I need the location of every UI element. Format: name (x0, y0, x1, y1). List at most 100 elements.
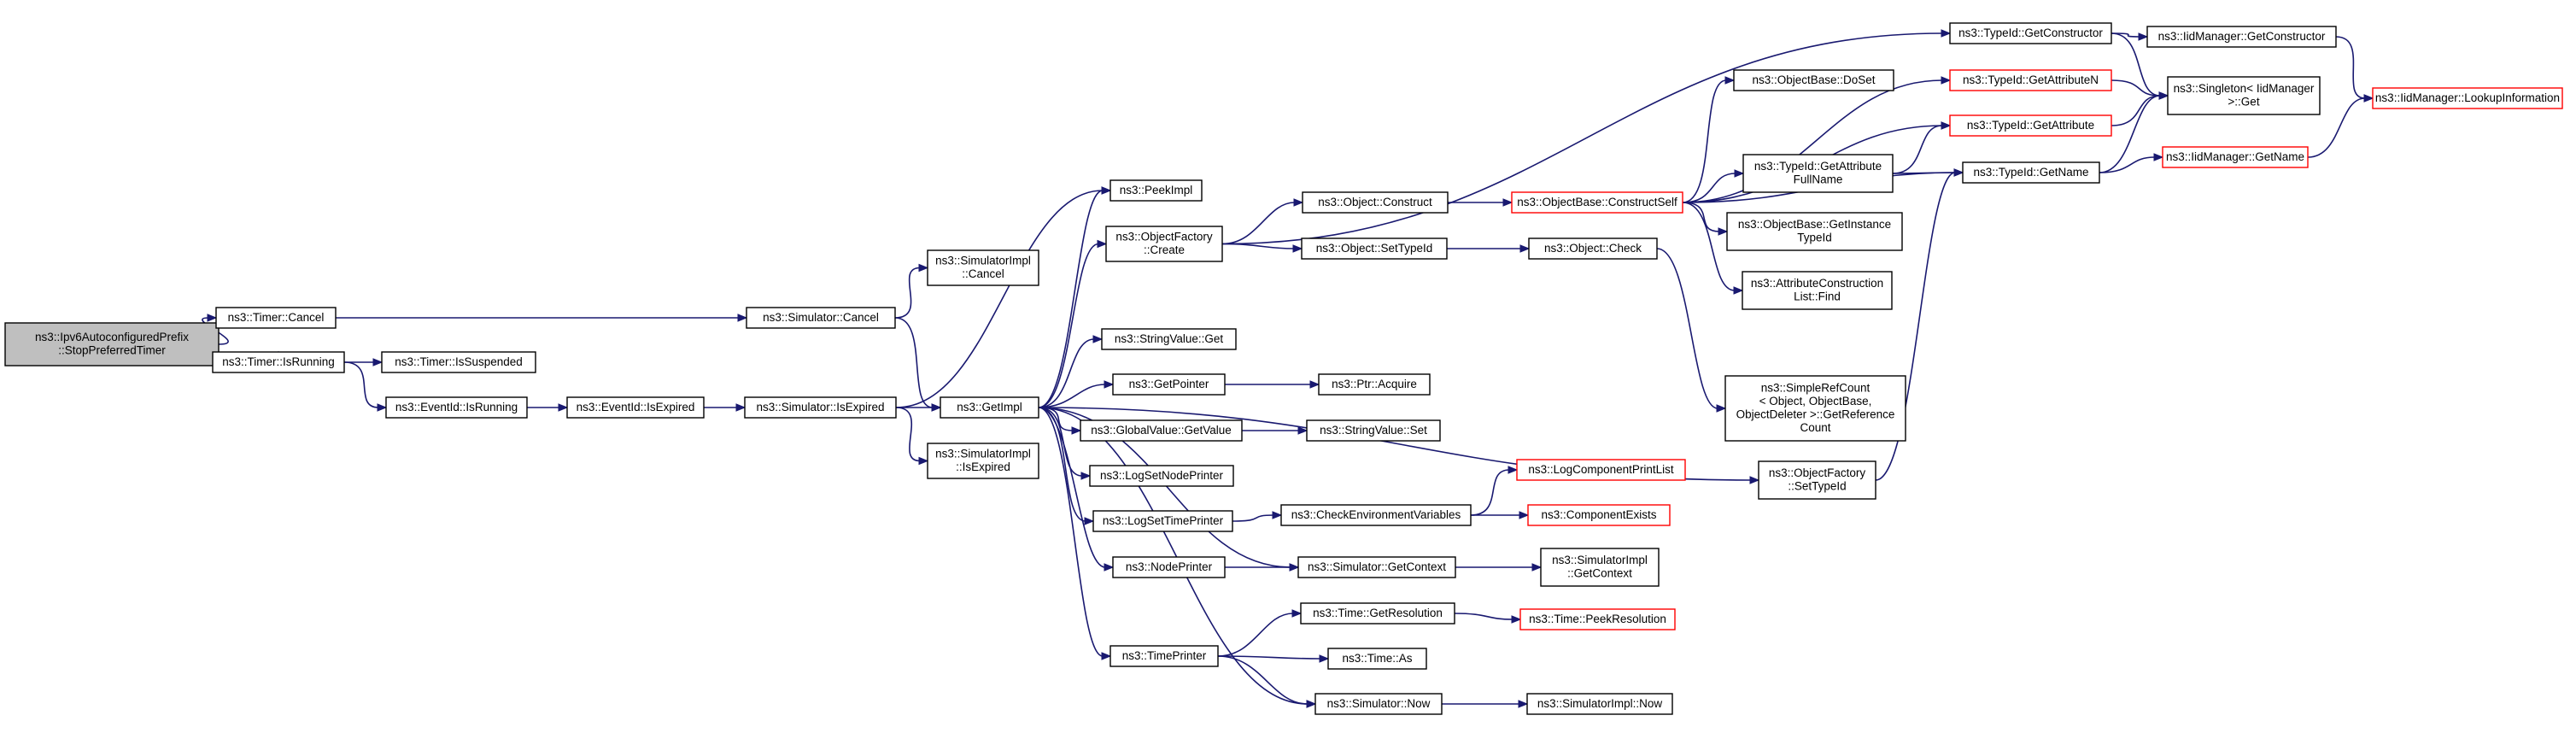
edge-arrowhead (1293, 198, 1304, 207)
node-label: ns3::Object::SetTypeId (1316, 242, 1433, 255)
edge-line (2111, 79, 2161, 97)
node-box (1540, 548, 1660, 587)
node-timer_issuspended[interactable]: ns3::Timer::IsSuspended (381, 351, 536, 373)
node-label: ns3::Timer::Cancel (228, 311, 325, 324)
node-typeid_getconstructor[interactable]: ns3::TypeId::GetConstructor (1949, 22, 2112, 44)
node-logsettimeprinter[interactable]: ns3::LogSetTimePrinter (1092, 510, 1233, 532)
node-object_check[interactable]: ns3::Object::Check (1528, 237, 1658, 260)
node-objfactory_create[interactable]: ns3::ObjectFactory::Create (1105, 226, 1223, 262)
node-peekimpl[interactable]: ns3::PeekImpl (1109, 179, 1203, 202)
node-stringvalue_get[interactable]: ns3::StringValue::Get (1101, 328, 1237, 350)
nodes-layer: ns3::Ipv6AutoconfiguredPrefix::StopPrefe… (4, 22, 2563, 715)
node-iidmanager_getname[interactable]: ns3::IidManager::GetName (2162, 146, 2309, 168)
edge-arrowhead (377, 403, 388, 412)
node-label: ns3::ObjectFactory (1115, 231, 1213, 243)
node-simimpl_isexpired[interactable]: ns3::SimulatorImpl::IsExpired (927, 443, 1039, 479)
node-sim_now[interactable]: ns3::Simulator::Now (1314, 693, 1443, 715)
node-label: ns3::Ptr::Acquire (1332, 378, 1417, 390)
node-timeprinter[interactable]: ns3::TimePrinter (1109, 645, 1219, 667)
node-box (1758, 460, 1876, 500)
node-objectbase_constructself[interactable]: ns3::ObjectBase::ConstructSelf (1511, 191, 1683, 214)
node-label: ns3::SimulatorImpl (935, 255, 1031, 267)
edge-line (1038, 338, 1095, 408)
node-globalvalue_getvalue[interactable]: ns3::GlobalValue::GetValue (1080, 419, 1243, 442)
node-box (566, 396, 705, 419)
node-object_settypeid[interactable]: ns3::Object::SetTypeId (1301, 237, 1448, 260)
edge-line (1454, 613, 1513, 620)
node-checkenv[interactable]: ns3::CheckEnvironmentVariables (1280, 504, 1472, 526)
edge-objectbase_constructself-to-attrconstructionlist_find (1682, 202, 1744, 295)
edge-arrowhead (1941, 29, 1952, 38)
edge-arrowhead (1084, 517, 1095, 525)
node-iidmanager_getconstructor[interactable]: ns3::IidManager::GetConstructor (2146, 26, 2337, 48)
node-sim_getcontext[interactable]: ns3::Simulator::GetContext (1297, 556, 1456, 578)
node-getpointer[interactable]: ns3::GetPointer (1112, 373, 1226, 396)
node-iidmanager_lookupinformation[interactable]: ns3::IidManager::LookupInformation (2372, 87, 2563, 109)
node-label: ns3::Time::GetResolution (1313, 607, 1443, 619)
node-label: ns3::Time::PeekResolution (1529, 613, 1666, 625)
edge-line (1682, 79, 1727, 203)
node-label: >::Get (2228, 96, 2259, 108)
edge-line (1038, 407, 1104, 657)
node-box (744, 396, 897, 419)
node-label: ::Create (1144, 243, 1185, 256)
node-logsetnodeprinter[interactable]: ns3::LogSetNodePrinter (1089, 465, 1234, 487)
edge-arrowhead (1716, 404, 1727, 413)
edge-object_check-to-simplerefcount (1656, 248, 1727, 413)
node-box (1949, 114, 2112, 137)
node-box (1742, 154, 1894, 193)
edge-objectbase_constructself-to-typeid_getattributen (1682, 76, 1952, 203)
node-timer_isrunning[interactable]: ns3::Timer::IsRunning (212, 351, 345, 373)
node-eventid_isrunning[interactable]: ns3::EventId::IsRunning (385, 396, 528, 419)
node-objfactory_settypeid[interactable]: ns3::ObjectFactory::SetTypeId (1758, 460, 1876, 500)
node-getimpl[interactable]: ns3::GetImpl (940, 396, 1039, 419)
edge-arrowhead (2158, 91, 2169, 100)
node-root[interactable]: ns3::Ipv6AutoconfiguredPrefix::StopPrefe… (4, 322, 220, 366)
node-label: ns3::LogSetNodePrinter (1100, 469, 1224, 482)
node-label: ns3::Object::Construct (1318, 196, 1432, 208)
node-label: ns3::ObjectBase::DoSet (1752, 73, 1875, 86)
node-sim_isexpired[interactable]: ns3::Simulator::IsExpired (744, 396, 897, 419)
node-singleton_get[interactable]: ns3::Singleton< IidManager >::Get (2167, 76, 2321, 115)
node-label: ns3::Timer::IsSuspended (395, 355, 523, 368)
edge-line (1682, 79, 1943, 203)
node-sim_cancel[interactable]: ns3::Simulator::Cancel (746, 307, 896, 329)
node-typeid_getattribute[interactable]: ns3::TypeId::GetAttribute (1949, 114, 2112, 137)
edge-arrowhead (1941, 121, 1952, 130)
edge-sim_isexpired-to-simimpl_isexpired (895, 407, 929, 466)
node-time_peekresolution[interactable]: ns3::Time::PeekResolution (1519, 608, 1676, 630)
node-box (1314, 693, 1443, 715)
node-label: ns3::ObjectFactory (1769, 466, 1866, 479)
node-timer_cancel[interactable]: ns3::Timer::Cancel (215, 307, 337, 329)
node-nodeprinter[interactable]: ns3::NodePrinter (1112, 556, 1226, 578)
node-simimpl_now[interactable]: ns3::SimulatorImpl::Now (1526, 693, 1673, 715)
edge-line (1470, 469, 1510, 516)
node-object_construct[interactable]: ns3::Object::Construct (1302, 191, 1449, 214)
node-label: ns3::StringValue::Set (1320, 424, 1427, 437)
node-time_getresolution[interactable]: ns3::Time::GetResolution (1300, 602, 1455, 625)
node-simimpl_getcontext[interactable]: ns3::SimulatorImpl::GetContext (1540, 548, 1660, 587)
node-stringvalue_set[interactable]: ns3::StringValue::Set (1306, 419, 1441, 442)
node-eventid_isexpired[interactable]: ns3::EventId::IsExpired (566, 396, 705, 419)
node-logcomponentprintlist[interactable]: ns3::LogComponentPrintList (1516, 459, 1686, 481)
node-simplerefcount[interactable]: ns3::SimpleRefCount< Object, ObjectBase,… (1724, 375, 1906, 442)
node-componentexists[interactable]: ns3::ComponentExists (1527, 504, 1671, 526)
node-label: FullName (1794, 173, 1843, 186)
node-typeid_getname[interactable]: ns3::TypeId::GetName (1962, 161, 2100, 184)
node-label: ns3::TimePrinter (1122, 649, 1207, 662)
edge-line (1038, 243, 1099, 408)
node-ptr_acquire[interactable]: ns3::Ptr::Acquire (1318, 373, 1431, 396)
node-objectbase_doset[interactable]: ns3::ObjectBase::DoSet (1733, 69, 1894, 91)
node-simimpl_cancel[interactable]: ns3::SimulatorImpl::Cancel (927, 249, 1039, 286)
edge-line (894, 267, 921, 319)
edge-getpointer-to-ptr_acquire (1224, 380, 1320, 389)
node-time_as[interactable]: ns3::Time::As (1327, 648, 1427, 670)
edge-typeid_getconstructor-to-iidmanager_getconstructor (2111, 32, 2149, 41)
edge-line (2111, 32, 2140, 38)
edge-arrowhead (2153, 153, 2164, 161)
node-typeid_getattributen[interactable]: ns3::TypeId::GetAttributeN (1949, 69, 2112, 91)
node-box (1528, 237, 1658, 260)
